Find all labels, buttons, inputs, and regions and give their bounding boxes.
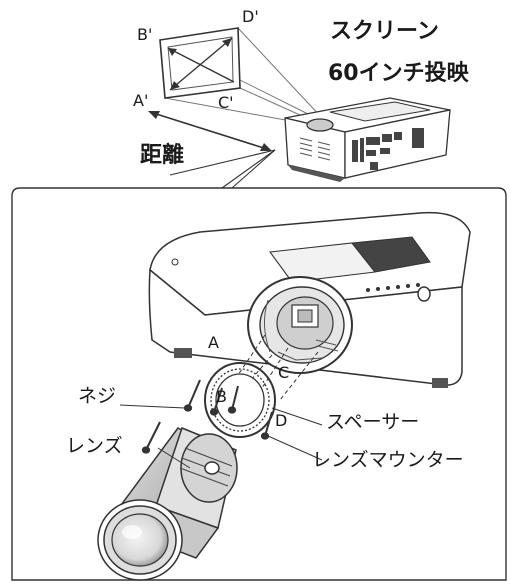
small-projector [284, 97, 451, 182]
distance-arrow [148, 111, 272, 151]
point-label-a: A [208, 333, 219, 352]
detail-panel: A B C D ネジ レンズ スペーサー レンズマウンター [11, 187, 507, 581]
screw-3 [227, 385, 239, 414]
lens-assembly [97, 427, 238, 581]
screw-2 [209, 387, 223, 416]
screw-label: ネジ [78, 385, 116, 407]
callout-lines [169, 149, 276, 189]
large-projector [148, 211, 471, 388]
lens-label: レンズ [66, 435, 123, 457]
screw-4 [141, 421, 161, 454]
corner-label-b-prime: B' [137, 25, 152, 44]
screen-size-label: 60インチ投映 [328, 61, 470, 86]
corner-label-d-prime: D' [242, 7, 259, 26]
lens-mounter-label: レンズマウンター [312, 449, 464, 471]
leader-lines [119, 404, 323, 469]
projection-screen [159, 27, 241, 99]
corner-label-a-prime: A' [133, 91, 148, 110]
point-label-c: C [278, 363, 289, 382]
screw-5 [260, 411, 273, 440]
spacer-ring [204, 362, 276, 438]
screen-label: スクリーン [330, 19, 439, 44]
screw-1 [183, 379, 201, 412]
spacer-label: スペーサー [326, 411, 419, 433]
distance-label: 距離 [140, 142, 184, 168]
corner-label-c-prime: C' [218, 93, 234, 112]
point-label-b: B [216, 387, 227, 406]
point-label-d: D [275, 411, 287, 430]
top-projection-illustration: B' D' A' C' [133, 7, 470, 189]
screws [141, 379, 273, 454]
